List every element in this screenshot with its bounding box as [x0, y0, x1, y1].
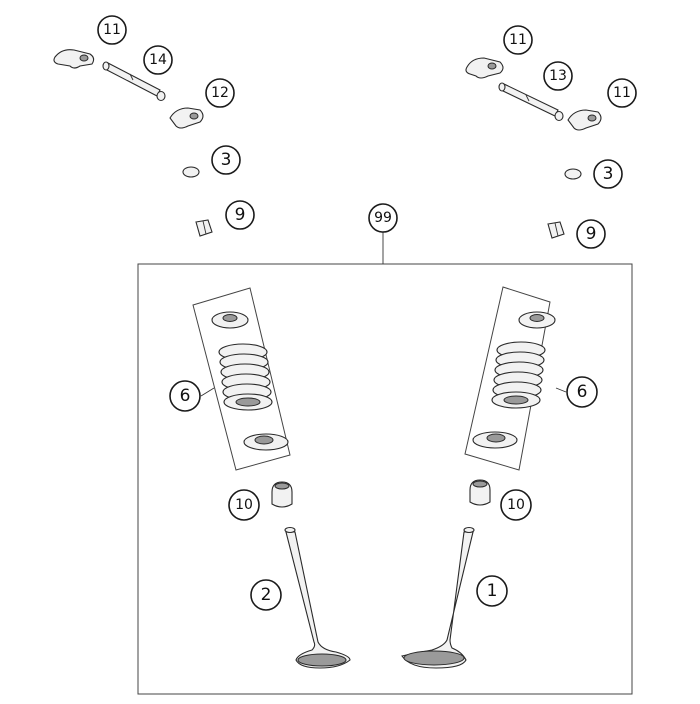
svg-text:2: 2: [261, 585, 272, 605]
callout-99: 99: [368, 203, 398, 233]
valve-stem-seal-left: [271, 481, 293, 508]
svg-text:10: 10: [507, 497, 525, 513]
spring-retainer-right: [518, 311, 556, 329]
spring-seat-right: [472, 431, 518, 449]
intake-valve-1: [401, 526, 475, 669]
valve-collet-right: [547, 221, 565, 239]
callout-10-right: 10: [500, 489, 532, 521]
rocker-arm-right-top: [465, 57, 504, 79]
callout-11-top-left: 11: [97, 15, 127, 45]
callout-9-left: 9: [225, 200, 255, 230]
svg-text:1: 1: [487, 581, 498, 601]
callout-10-left: 10: [228, 489, 260, 521]
rocker-shaft-14: [102, 61, 166, 102]
callout-6-right: 6: [566, 376, 598, 408]
svg-text:13: 13: [549, 68, 567, 84]
callout-3-right: 3: [593, 159, 623, 189]
rocker-shaft-13: [498, 82, 564, 122]
rocker-arm-left-top: [53, 49, 95, 69]
svg-text:3: 3: [221, 150, 232, 170]
svg-text:11: 11: [103, 22, 121, 38]
valve-spring-right: [491, 341, 546, 409]
callout-3-left: 3: [211, 145, 241, 175]
valve-kit-frame: [137, 263, 633, 695]
callout-2: 2: [250, 579, 282, 611]
svg-text:10: 10: [235, 497, 253, 513]
svg-text:6: 6: [577, 382, 588, 402]
rocker-arm-right-lower: [567, 109, 602, 131]
callout-14: 14: [143, 45, 173, 75]
valve-stem-seal-right: [469, 479, 491, 506]
callout-12: 12: [205, 78, 235, 108]
callout-9-right: 9: [576, 219, 606, 249]
svg-text:6: 6: [180, 386, 191, 406]
rocker-arm-12: [169, 107, 204, 129]
svg-text:12: 12: [211, 85, 229, 101]
spring-seat-left: [243, 433, 289, 451]
valve-spring-left: [218, 343, 273, 411]
svg-text:9: 9: [235, 205, 246, 225]
callout-11-top-right: 11: [503, 25, 533, 55]
svg-text:99: 99: [374, 210, 392, 226]
callout-13: 13: [543, 61, 573, 91]
spring-retainer-left: [211, 311, 249, 329]
exhaust-valve-2: [284, 526, 351, 669]
svg-text:14: 14: [149, 52, 167, 68]
svg-text:11: 11: [613, 85, 631, 101]
valve-shim-left: [182, 166, 200, 178]
spring-set-frame-right: [464, 286, 551, 471]
callout-11-right: 11: [607, 78, 637, 108]
leader-6-left: [200, 387, 215, 397]
svg-text:11: 11: [509, 32, 527, 48]
svg-text:3: 3: [603, 164, 614, 184]
valve-shim-right: [564, 168, 582, 180]
leader-6-right: [555, 387, 567, 393]
valve-collet-left: [195, 219, 213, 237]
callout-1: 1: [476, 575, 508, 607]
svg-text:9: 9: [586, 224, 597, 244]
spring-set-frame-left: [192, 287, 291, 471]
callout-6-left: 6: [169, 380, 201, 412]
